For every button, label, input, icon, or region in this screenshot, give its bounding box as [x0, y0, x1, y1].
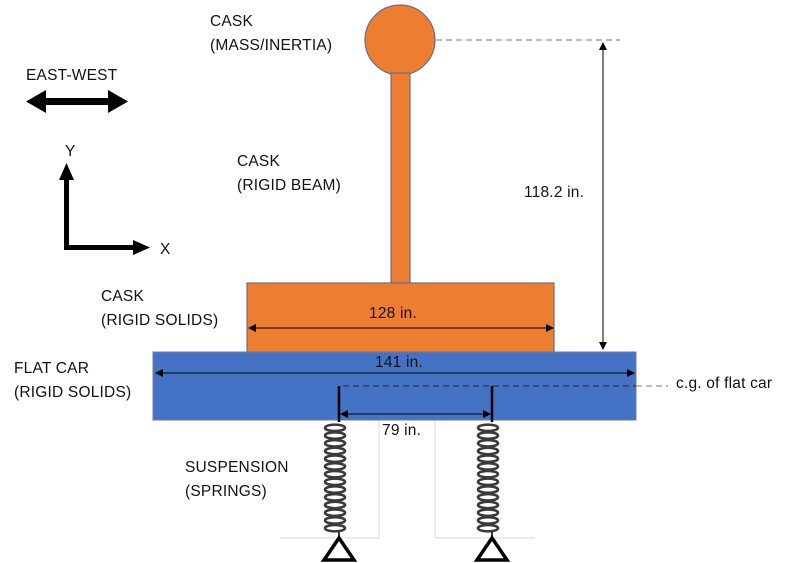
flatcar-label-line1: FLAT CAR: [14, 360, 90, 377]
xy-axes-icon: [59, 163, 150, 255]
spring-coil: [476, 431, 500, 441]
left-spring-icon: [323, 423, 347, 538]
cask-rigid-solids: [246, 282, 555, 353]
spring-coil: [323, 477, 347, 487]
cask-mass-label-line2: (MASS/INERTIA): [210, 37, 333, 54]
spring-coil: [323, 446, 347, 456]
spring-coil: [323, 500, 347, 510]
flatcar-width-dimension-label: 141 in.: [375, 354, 423, 371]
flatcar-label-line2: (RIGID SOLIDS): [14, 384, 132, 401]
cg-flatcar-label: c.g. of flat car: [676, 375, 773, 392]
spring-coil: [323, 492, 347, 502]
spring-coil: [476, 515, 500, 525]
spring-coil: [476, 423, 500, 433]
spring-coil: [323, 523, 347, 533]
cask-solids-label-line2: (RIGID SOLIDS): [101, 312, 219, 329]
east-west-label: EAST-WEST: [26, 67, 118, 84]
spring-coil: [323, 454, 347, 464]
spring-spacing-dimension-label: 79 in.: [382, 422, 422, 439]
cask-height-dimension-label: 118.2 in.: [524, 184, 585, 201]
spring-coil: [323, 438, 347, 448]
spring-coil: [476, 500, 500, 510]
spring-coil: [476, 477, 500, 487]
east-west-arrow-icon: [26, 90, 128, 113]
left-pin-support-icon: [320, 534, 358, 562]
right-pin-support-icon: [473, 534, 511, 562]
cask-beam-label-line1: CASK: [237, 153, 281, 170]
spring-coil: [476, 446, 500, 456]
cask-mass-label-line1: CASK: [210, 13, 254, 30]
spring-coil: [476, 508, 500, 518]
cask-beam-label-line2: (RIGID BEAM): [237, 177, 342, 194]
cask-width-dimension-label: 128 in.: [369, 305, 417, 322]
cask-rigid-beam: [390, 72, 411, 284]
spring-coil: [476, 469, 500, 479]
spring-coil: [476, 438, 500, 448]
spring-coil: [323, 423, 347, 433]
axis-y-label: Y: [65, 143, 76, 160]
axis-x-label: X: [160, 241, 171, 258]
spring-guide-lines: [280, 420, 535, 539]
cask-solids-label-line1: CASK: [101, 288, 145, 305]
spring-coil: [476, 461, 500, 471]
spring-coil: [323, 431, 347, 441]
spring-coil: [476, 485, 500, 495]
spring-coil: [323, 508, 347, 518]
spring-coil: [476, 454, 500, 464]
right-spring-icon: [476, 423, 500, 538]
suspension-label-line2: (SPRINGS): [185, 483, 267, 500]
cask-mass-circle: [364, 4, 436, 76]
spring-coil: [323, 515, 347, 525]
spring-coil: [476, 492, 500, 502]
spring-coil: [323, 461, 347, 471]
suspension-label-line1: SUSPENSION: [185, 459, 289, 476]
spring-coil: [323, 469, 347, 479]
spring-coil: [476, 523, 500, 533]
spring-coil: [323, 485, 347, 495]
